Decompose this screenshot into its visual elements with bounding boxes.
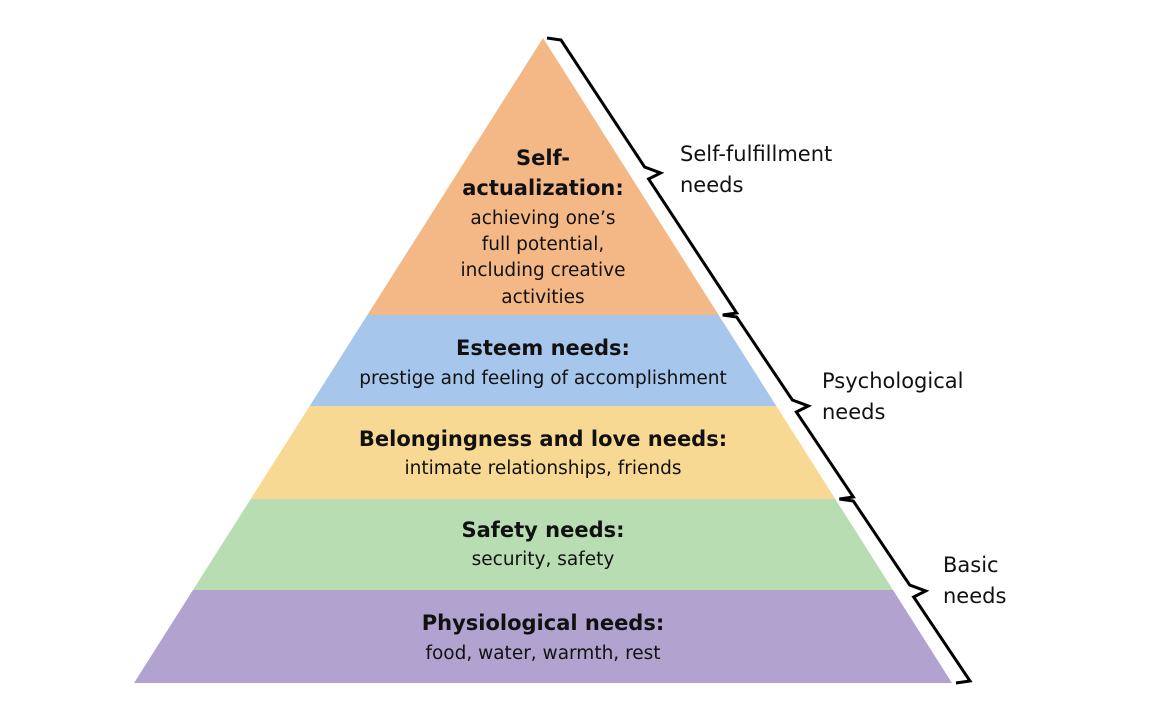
level-self-actualization-description-line: full potential, <box>482 234 605 255</box>
level-belongingness-title-line: Belongingness and love needs: <box>359 427 727 451</box>
level-self-actualization-description-line: achieving one’s <box>470 208 615 229</box>
group-psychological-label-line: Psychological <box>822 369 963 393</box>
level-physiological-description-line: food, water, warmth, rest <box>425 643 660 664</box>
level-physiological-band <box>134 590 952 683</box>
group-basic-label-line: needs <box>943 584 1006 608</box>
level-esteem-description-line: prestige and feeling of accomplishment <box>359 368 726 389</box>
level-self-actualization-band <box>367 38 719 315</box>
level-esteem-title-line: Esteem needs: <box>456 336 630 360</box>
group-basic-label-line: Basic <box>943 553 999 577</box>
level-belongingness-description-line: intimate relationships, friends <box>404 458 681 479</box>
level-self-actualization-title-line: actualization: <box>462 176 624 200</box>
group-psychological-label-line: needs <box>822 400 885 424</box>
level-self-actualization-description-line: including creative <box>461 260 626 281</box>
brace-psychological <box>722 313 856 501</box>
brace-self-fulfillment <box>546 36 740 317</box>
group-self-fulfillment-label-line: Self-fulfillment <box>680 142 832 166</box>
level-safety-title-line: Safety needs: <box>461 518 624 542</box>
brace-basic <box>839 497 973 685</box>
level-esteem-band <box>309 315 777 406</box>
level-safety-band <box>192 499 894 590</box>
level-self-actualization-description-line: activities <box>501 287 584 308</box>
level-belongingness-band <box>250 406 836 499</box>
level-safety-description-line: security, safety <box>472 549 615 570</box>
level-physiological-title-line: Physiological needs: <box>422 611 665 635</box>
group-self-fulfillment-label-line: needs <box>680 173 743 197</box>
level-self-actualization-title-line: Self- <box>516 146 570 170</box>
